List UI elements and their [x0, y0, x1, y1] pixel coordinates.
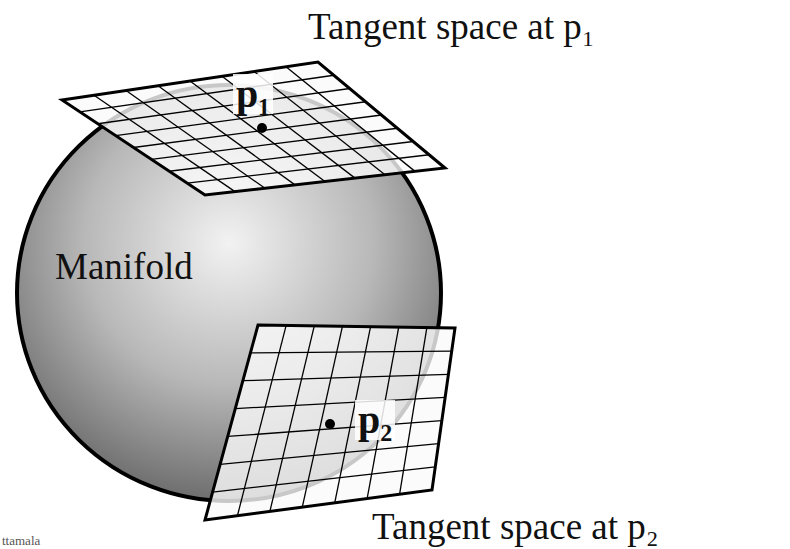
watermark: ttamala [2, 534, 40, 547]
grid-line [254, 72, 385, 175]
grid-line [243, 374, 449, 380]
plane-title: Tangent space at p₁ [308, 8, 595, 45]
grid-line [286, 67, 415, 172]
point-label: p₁ [233, 74, 273, 114]
grid-line [187, 155, 429, 183]
point-p2 [325, 419, 335, 429]
point-p1 [257, 123, 267, 133]
tangent-plane [205, 325, 455, 520]
tangent-plane [62, 62, 445, 195]
grid-line [250, 351, 451, 353]
point-label: p₂ [355, 400, 395, 440]
manifold-label: Manifold [55, 248, 193, 285]
grid-line [169, 142, 413, 172]
plane-title: Tangent space at p₂ [372, 508, 659, 545]
grid-line [213, 467, 436, 492]
